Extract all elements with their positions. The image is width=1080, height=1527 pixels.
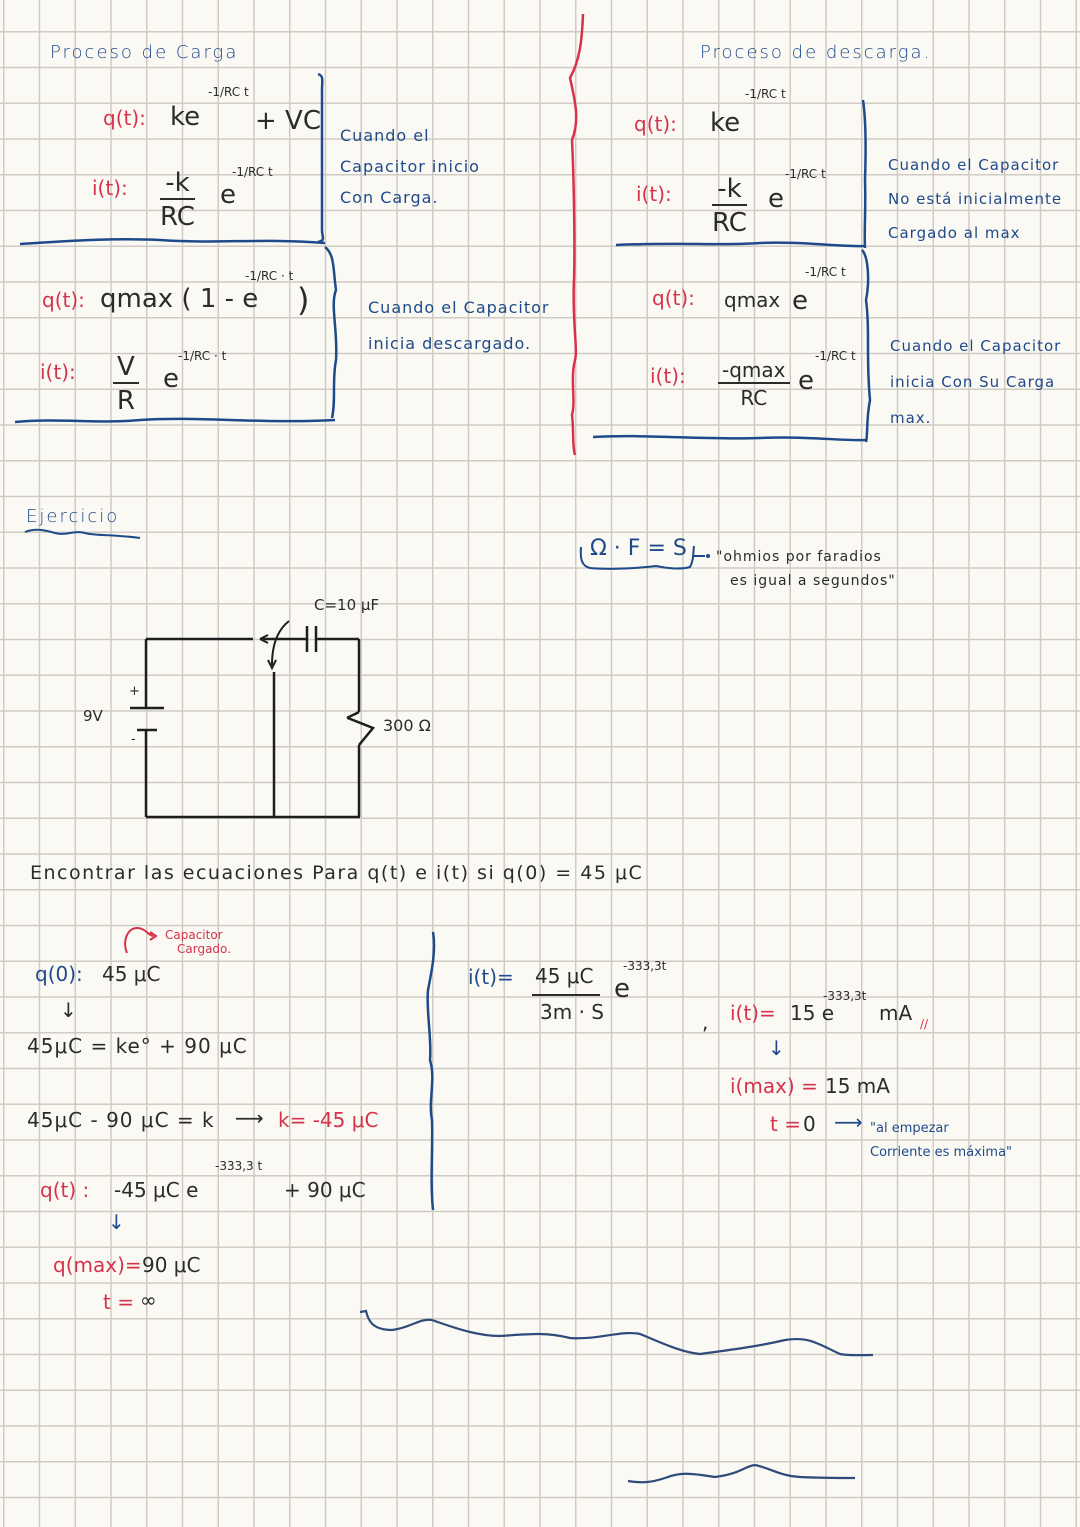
- discharging-note-1: Cuando el Capacitor No está inicialmente…: [888, 156, 1063, 242]
- q-label: q(t):: [634, 112, 677, 136]
- result-expression: 15 e: [790, 1001, 835, 1025]
- k-result: k= -45 μC: [278, 1108, 379, 1132]
- t-label: t =: [770, 1112, 801, 1136]
- charging-note-2: Cuando el Capacitor inicia descargado.: [368, 298, 550, 353]
- qt-tail: + 90 μC: [284, 1178, 366, 1202]
- qmax-label: q(max)=: [53, 1253, 142, 1277]
- exercise-prompt: Encontrar las ecuaciones Para q(t) e i(t…: [30, 862, 644, 884]
- q-tail: + VC: [255, 106, 321, 136]
- q-e: e: [792, 286, 808, 316]
- i-label: i(t):: [40, 360, 76, 384]
- i-fraction: -k RC: [712, 174, 747, 238]
- arrow-down-icon: ↓: [60, 998, 77, 1022]
- i-fraction: -k RC: [160, 168, 195, 232]
- discharging-title: Proceso de descarga.: [700, 42, 932, 63]
- i-label: i(t):: [636, 182, 672, 206]
- q-label: q(t):: [42, 288, 85, 312]
- i-label: i(t):: [650, 364, 686, 388]
- q-label: q(t):: [652, 286, 695, 310]
- qt-expression: -45 μC e: [114, 1178, 199, 1202]
- result-exponent: -333,3t: [823, 989, 867, 1003]
- q-exponent: -1/RC t: [208, 85, 249, 99]
- units-formula: Ω · F = S: [590, 536, 687, 561]
- it-exponent: -333,3t: [623, 959, 667, 973]
- arrow-down-icon: ↓: [768, 1036, 785, 1060]
- q-expression: qmax ( 1 - e: [100, 284, 259, 314]
- rc-circuit: [130, 620, 376, 819]
- i-exponent: -1/RC · t: [178, 349, 227, 363]
- q-exponent: -1/RC · t: [245, 269, 294, 283]
- i-exponent: -1/RC t: [232, 165, 273, 179]
- i-e: e: [220, 180, 236, 210]
- step-equation: 45μC = ke° + 90 μC: [27, 1034, 248, 1058]
- it-numerator: 45 μC: [535, 964, 594, 988]
- q-expression: qmax: [724, 288, 781, 312]
- battery-minus: -: [131, 732, 136, 747]
- it-denominator: 3m · S: [540, 1000, 604, 1024]
- q-label: q(t):: [103, 106, 146, 130]
- resistor-label: 300 Ω: [383, 716, 431, 735]
- arrow-right-icon: ⟶: [834, 1110, 863, 1134]
- battery-plus: +: [129, 684, 140, 699]
- discharging-note-2: Cuando el Capacitor inicia Con Su Carga …: [890, 337, 1062, 427]
- imax-value: 15 mA: [825, 1074, 890, 1098]
- i-exponent: -1/RC t: [785, 167, 826, 181]
- q-close-paren: ): [297, 281, 310, 319]
- arrow-down-icon: ↓: [108, 1210, 125, 1234]
- qt-label: q(t) :: [40, 1178, 90, 1202]
- q0-label: q(0):: [35, 962, 83, 986]
- capacitor-label: C=10 μF: [314, 596, 380, 614]
- i-e: e: [768, 184, 784, 214]
- title-underline: [24, 528, 141, 539]
- charging-note-1: Cuando el Capacitor inicio Con Carga.: [340, 126, 480, 207]
- q-exponent: -1/RC t: [745, 87, 786, 101]
- t-infinity: ∞: [140, 1288, 157, 1312]
- q-exponent: -1/RC t: [805, 265, 846, 279]
- result-mark: //: [920, 1017, 929, 1031]
- it-label: i(t)=: [468, 965, 514, 989]
- units-explanation: "ohmios por faradios es igual a segundos…: [716, 549, 896, 589]
- step-solve-k: 45μC - 90 μC = k: [27, 1108, 215, 1132]
- section-divider-red: [568, 13, 585, 456]
- qt-exponent: -333,3 t: [215, 1159, 263, 1173]
- i-e: e: [798, 366, 814, 396]
- it-e: e: [614, 974, 630, 1004]
- i-label: i(t):: [92, 176, 128, 200]
- result-label: i(t)=: [730, 1001, 776, 1025]
- battery-label: 9V: [83, 707, 103, 725]
- result-unit: mA: [879, 1001, 913, 1025]
- i-e: e: [163, 364, 179, 394]
- capacitor-charged-annotation: Capacitor Cargado.: [165, 928, 231, 956]
- i-exponent: -1/RC t: [815, 349, 856, 363]
- q-expression: ke: [710, 108, 741, 138]
- t-label: t =: [103, 1290, 134, 1314]
- q-expression: ke: [170, 102, 201, 132]
- imax-label: i(max) =: [730, 1074, 818, 1098]
- exercise-title: Ejercicio: [26, 506, 120, 527]
- arrow-right-icon: ⟶: [235, 1106, 264, 1130]
- end-squiggle-2: [627, 1463, 856, 1484]
- q0-value: 45 μC: [102, 962, 161, 986]
- charging-title: Proceso de Carga: [50, 42, 239, 63]
- current-max-note: "al empezar Corriente es máxima": [870, 1121, 1013, 1160]
- qmax-value: 90 μC: [142, 1253, 201, 1277]
- t-zero: 0: [803, 1112, 816, 1136]
- i-fraction: V R: [113, 354, 139, 414]
- i-fraction: -qmax RC: [718, 360, 790, 408]
- end-squiggle-1: [359, 1309, 874, 1357]
- comma: ,: [702, 1010, 709, 1034]
